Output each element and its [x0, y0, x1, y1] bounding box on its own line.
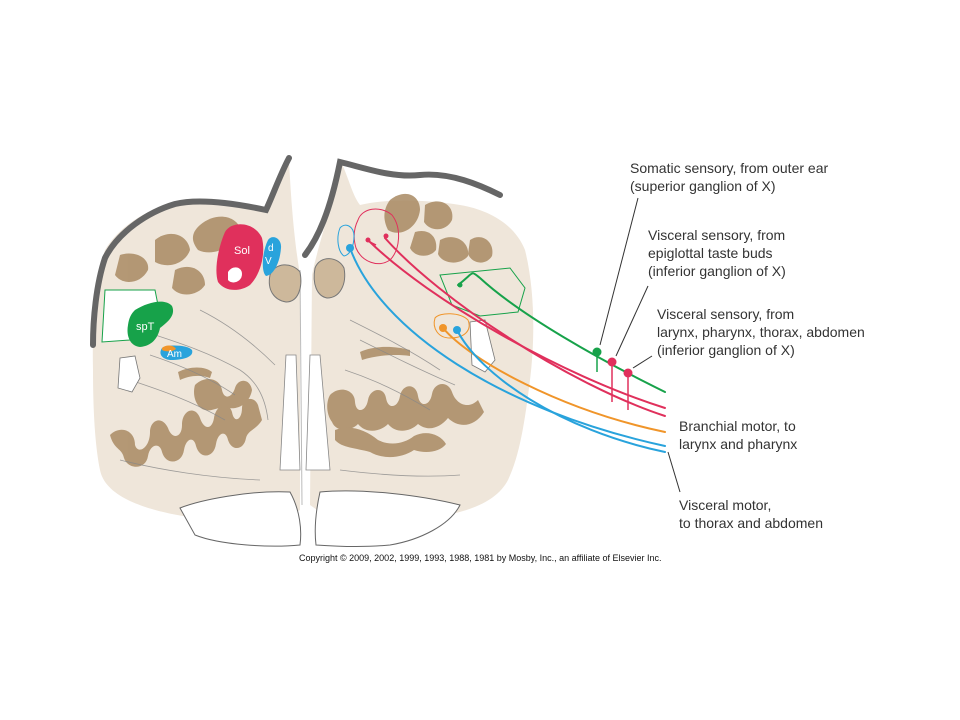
fiber-line: [199, 309, 276, 366]
fiber-line: [359, 339, 456, 386]
pyramid-left: [179, 491, 302, 547]
nucleus-solitarius-tract: [228, 267, 242, 283]
label-line: (inferior ganglion of X): [648, 263, 786, 279]
hypoglossal-nucleus-left: [268, 264, 302, 303]
label-line: Branchial motor, to: [679, 418, 796, 434]
nucleus-ambiguus-orange: [162, 345, 176, 352]
gray-blob: [438, 237, 469, 263]
fiber-line: [119, 459, 261, 481]
label-line: Somatic sensory, from outer ear: [630, 160, 829, 176]
label-line: Visceral motor,: [679, 497, 772, 513]
inferior-olive-left-inner: [194, 378, 252, 411]
label-visceral-sensory-taste: Visceral sensory, from epiglottal taste …: [648, 226, 786, 280]
hypoglossal-nucleus-right: [313, 258, 346, 299]
fiber-branchial-motor: [442, 327, 666, 433]
red-ganglion-cell-1: [607, 357, 617, 367]
gray-matter: [110, 193, 493, 467]
outer-boundary-left: [90, 155, 292, 348]
leader-organs: [632, 355, 653, 369]
gray-blob: [115, 253, 149, 282]
label-line: epiglottal taste buds: [648, 245, 773, 261]
fiber-visceral-motor-2: [456, 329, 666, 453]
inferior-olive-left: [110, 398, 262, 467]
green-ganglion-cell: [592, 347, 602, 357]
ganglion-cells: [346, 233, 633, 410]
fiber-visceral-sensory-1: [369, 241, 666, 409]
dv-label-v: V: [265, 256, 272, 267]
copyright-notice: Copyright © 2009, 2002, 1999, 1993, 1988…: [299, 553, 662, 563]
blue-cell-body: [346, 244, 354, 252]
leader-somatic: [599, 197, 639, 346]
white-space-left: [117, 355, 141, 393]
gray-blob: [410, 230, 437, 256]
label-branchial-motor: Branchial motor, to larynx and pharynx: [679, 417, 797, 453]
orange-cell-body: [439, 324, 447, 332]
fiber-line: [339, 469, 461, 477]
label-visceral-sensory-organs: Visceral sensory, from larynx, pharynx, …: [657, 305, 865, 359]
label-line: larynx and pharynx: [679, 436, 798, 452]
dorsal-vagal-nucleus: [262, 237, 282, 276]
red-terminal-2-dot: [383, 233, 389, 239]
blue-cell-body-2: [453, 326, 461, 334]
fiber-visceral-motor-1: [349, 247, 666, 447]
pyramid-right: [314, 490, 461, 548]
fiber-line: [129, 379, 226, 421]
gray-band: [178, 367, 212, 380]
leader-lines: [599, 197, 681, 493]
fiber-somatic-sensory: [457, 272, 666, 393]
label-line: (superior ganglion of X): [630, 178, 776, 194]
am-label: Am: [167, 349, 182, 360]
gray-band: [360, 346, 410, 360]
hypoglossal-area: [268, 258, 346, 303]
fiber-line: [344, 369, 431, 411]
red-terminal-1-dot: [365, 237, 371, 243]
spinal-trigeminal-box: [101, 267, 526, 393]
gray-blob: [172, 266, 205, 295]
gray-blob: [424, 201, 453, 230]
leader-motor: [667, 451, 681, 493]
medulla-cross-section: [90, 155, 534, 548]
fiber-line: [139, 329, 269, 421]
spt-label: spT: [136, 321, 155, 333]
label-line: Visceral sensory, from: [657, 306, 795, 322]
label-line: (inferior ganglion of X): [657, 342, 795, 358]
inferior-olive-right-lower: [335, 427, 446, 458]
label-line: Visceral sensory, from: [648, 227, 786, 243]
outer-boundary-right: [302, 158, 503, 258]
leader-taste: [615, 285, 649, 357]
inferior-olive-right: [327, 383, 484, 431]
spinal-trigeminal-nucleus: [127, 301, 174, 347]
label-visceral-motor: Visceral motor, to thorax and abdomen: [679, 496, 823, 532]
fiber-tracts: [119, 309, 461, 481]
label-line: larynx, pharynx, thorax, abdomen: [657, 324, 865, 340]
label-somatic-sensory: Somatic sensory, from outer ear (superio…: [630, 159, 828, 195]
gray-blob: [384, 193, 420, 233]
fiber-line: [149, 354, 236, 396]
ambiguus-outline-right: [433, 313, 470, 339]
fiber-line: [349, 319, 441, 371]
vagus-fibers: [349, 237, 666, 453]
dv-label-d: d: [268, 243, 274, 254]
gray-blob: [468, 237, 493, 263]
red-ganglion-cell-2: [623, 368, 633, 378]
midline-space: [279, 354, 331, 471]
label-line: to thorax and abdomen: [679, 515, 823, 531]
vagal-nuclei: Sol d V spT Am: [127, 224, 282, 360]
midline: [299, 269, 303, 506]
gray-blob: [155, 233, 190, 266]
fiber-visceral-sensory-2: [384, 237, 666, 417]
green-terminal: [457, 282, 463, 288]
sol-label: Sol: [234, 245, 250, 257]
